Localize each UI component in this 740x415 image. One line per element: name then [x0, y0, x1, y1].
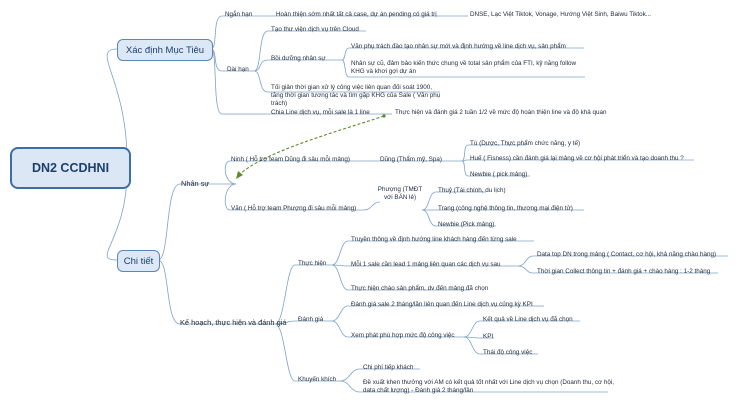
node-van[interactable]: Văn ( Hỗ trợ team Phượng đi sâu mỗi mảng… — [231, 205, 357, 212]
node-toi-gian[interactable]: Tối giản thời gian xử lý công việc liên … — [271, 84, 441, 107]
node-dg-2b[interactable]: KPI — [483, 333, 494, 340]
branch-chi-tiet[interactable]: Chi tiết — [117, 250, 160, 272]
node-nhan-su[interactable]: Nhân sự — [181, 179, 210, 188]
node-th-2a[interactable]: Data top DN trong mảng ( Contact, cơ hội… — [537, 251, 717, 258]
node-dg-2[interactable]: Xem phát phù hợp mức độ công việc — [351, 332, 455, 339]
node-danh-gia[interactable]: Đánh giá — [298, 316, 324, 323]
node-dg-2a[interactable]: Kết quả về Line dịch vụ đã chọn — [483, 316, 573, 323]
node-th-2b[interactable]: Thời gian Collect thông tin + đánh giá +… — [537, 268, 711, 275]
node-dai-han[interactable]: Dài hạn — [227, 66, 249, 73]
node-khuyen-khich[interactable]: Khuyến khích — [298, 376, 337, 383]
node-boi-duong-1[interactable]: Văn phụ trách đào tạo nhân sự mới và địn… — [351, 43, 566, 50]
node-hue[interactable]: Huế ( Fisness) cần đánh giá lại mảng về … — [470, 155, 684, 162]
node-kk-2[interactable]: Đề xuất khen thưởng với AM có kết quả tố… — [363, 379, 615, 394]
node-boi-duong-2[interactable]: Nhân sự cũ, đảm bảo kiến thức chung về t… — [351, 60, 577, 75]
node-phuong[interactable]: Phượng (TMĐT với BÁN lẻ) — [377, 186, 423, 201]
node-th-3[interactable]: Thực hiện chào sản phẩm, dv đến mảng đã … — [351, 285, 489, 292]
node-dung[interactable]: Dũng (Thẩm mỹ, Spa) — [380, 156, 442, 163]
node-kk-1[interactable]: Chi phí tiếp khách — [363, 364, 414, 371]
node-trang[interactable]: Trang (công nghệ thông tin, thương mại đ… — [438, 205, 573, 212]
node-ngan-han-detail[interactable]: DNSE, Lạc Việt Tiktok, Vonage, Hướng Việ… — [470, 11, 652, 18]
node-ngan-han-task[interactable]: Hoàn thiện sớm nhất tất cả case, dự án p… — [276, 11, 437, 18]
node-tu[interactable]: Tú (Dược, Thực phẩm chức năng, y tế) — [470, 140, 581, 147]
branch-xac-dinh-muc-tieu[interactable]: Xác định Mục Tiêu — [117, 39, 213, 61]
node-ke-hoach[interactable]: Kế hoạch, thực hiện và đánh giá — [180, 318, 287, 327]
node-thuc-hien[interactable]: Thực hiện — [298, 260, 327, 267]
node-dg-2c[interactable]: Thái độ công việc — [483, 349, 533, 356]
node-newbie-1[interactable]: Newbie ( pick mảng) — [470, 171, 528, 178]
node-newbie-2[interactable]: Newbie (Pick mảng) — [438, 221, 495, 228]
root-topic[interactable]: DN2 CCDHNI — [10, 147, 131, 189]
node-boi-duong[interactable]: Bồi dưỡng nhân sự — [271, 55, 326, 62]
node-cloud-library[interactable]: Tạo thư viện dịch vụ trên Cloud — [271, 26, 359, 33]
node-ngan-han[interactable]: Ngắn hạn — [225, 11, 253, 18]
node-chia-line-detail[interactable]: Thực hiện và đánh giá 2 tuần 1/2 về mức … — [395, 109, 607, 116]
node-th-1[interactable]: Truyền thông về định hướng line khách hà… — [351, 236, 517, 243]
node-ninh[interactable]: Ninh ( Hỗ trợ team Dũng đi sâu mỗi mảng) — [231, 156, 350, 163]
node-dg-1[interactable]: Đánh giá sale 2 tháng/lần liên quan đến … — [351, 301, 533, 308]
node-chia-line[interactable]: Chia Line dịch vụ, mỗi sale là 1 line — [271, 109, 370, 116]
node-thuy[interactable]: Thuỷ (Tài chính, du lịch) — [438, 187, 506, 194]
node-th-2[interactable]: Mỗi 1 sale cần lead 1 mảng liên quan các… — [351, 261, 501, 268]
